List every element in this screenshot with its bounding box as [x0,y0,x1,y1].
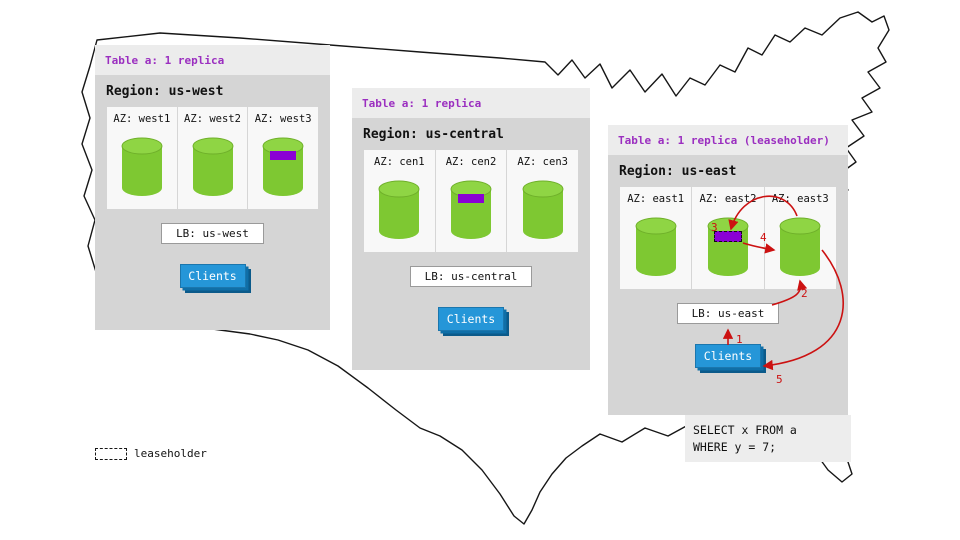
az-label: AZ: cen2 [445,156,497,168]
table-header-us-central: Table a: 1 replica [352,88,590,118]
az-container-us-west: AZ: west1 AZ: west2 AZ: [107,107,318,209]
clients-node-us-central: Clients [438,307,504,331]
db-node [634,217,678,277]
az-label: AZ: east1 [627,193,685,205]
legend: leaseholder [95,447,207,460]
table-replica-label: Table a: 1 replica [362,96,482,110]
az-label: AZ: west1 [113,113,171,125]
az-label: AZ: east3 [771,193,829,205]
db-node [191,137,235,197]
sql-query-box: SELECT x FROM a WHERE y = 7; [685,415,851,463]
leaseholder-swatch-icon [95,447,127,460]
database-cylinder-icon [262,137,304,196]
az-label: AZ: cen3 [517,156,568,168]
table-replica-label: Table a: 1 replica [105,53,225,67]
az-column-west2: AZ: west2 [176,107,248,209]
legend-label: leaseholder [134,447,207,460]
az-label: AZ: east2 [699,193,757,205]
db-node [706,217,750,277]
az-column-cen3: AZ: cen3 [506,150,578,252]
database-cylinder-icon [635,217,677,276]
az-column-west1: AZ: west1 [107,107,177,209]
database-cylinder-icon [121,137,163,196]
az-column-cen2: AZ: cen2 [434,150,507,252]
database-cylinder-icon [192,137,233,196]
region-panel-us-east: Table a: 1 replica (leaseholder) Region:… [608,125,848,415]
load-balancer-us-west: LB: us-west [161,223,264,244]
load-balancer-us-east: LB: us-east [676,303,780,324]
az-label: AZ: cen1 [374,156,425,168]
replica-marker [458,194,484,203]
sql-line-2: WHERE y = 7; [693,439,777,454]
db-node [778,217,822,277]
region-panel-us-west: Table a: 1 replica Region: us-west AZ: w… [95,45,330,330]
db-node [120,137,164,197]
database-cylinder-icon [378,180,420,239]
leaseholder-replica-marker [713,231,742,242]
db-node [261,137,305,197]
table-header-us-east: Table a: 1 replica (leaseholder) [608,125,848,155]
database-cylinder-icon [707,217,749,276]
az-column-west3: AZ: west3 [247,107,318,209]
table-header-us-west: Table a: 1 replica [95,45,330,75]
region-title-us-west: Region: us-west [106,84,224,99]
db-node [449,180,493,240]
clients-node-us-east: Clients [695,344,761,368]
region-panel-us-central: Table a: 1 replica Region: us-central AZ… [352,88,590,370]
replica-marker [270,151,297,160]
database-cylinder-icon [450,180,492,239]
db-node [377,180,421,240]
load-balancer-us-central: LB: us-central [409,266,533,287]
az-column-east3: AZ: east3 [763,187,836,289]
database-cylinder-icon [522,180,564,239]
clients-node-us-west: Clients [179,264,246,288]
az-column-east2: AZ: east2 [691,187,763,289]
az-column-east1: AZ: east1 [620,187,691,289]
sql-line-1: SELECT x FROM a [693,423,797,437]
region-title-us-central: Region: us-central [363,127,504,142]
region-title-us-east: Region: us-east [619,164,737,179]
db-node [521,180,565,240]
table-replica-label: Table a: 1 replica (leaseholder) [618,133,830,147]
az-label: AZ: west3 [254,113,312,125]
database-cylinder-icon [779,217,821,276]
az-label: AZ: west2 [184,113,241,125]
az-container-us-central: AZ: cen1 AZ: cen2 [364,150,578,252]
az-container-us-east: AZ: east1 AZ: east2 [620,187,836,289]
az-column-cen1: AZ: cen1 [364,150,435,252]
